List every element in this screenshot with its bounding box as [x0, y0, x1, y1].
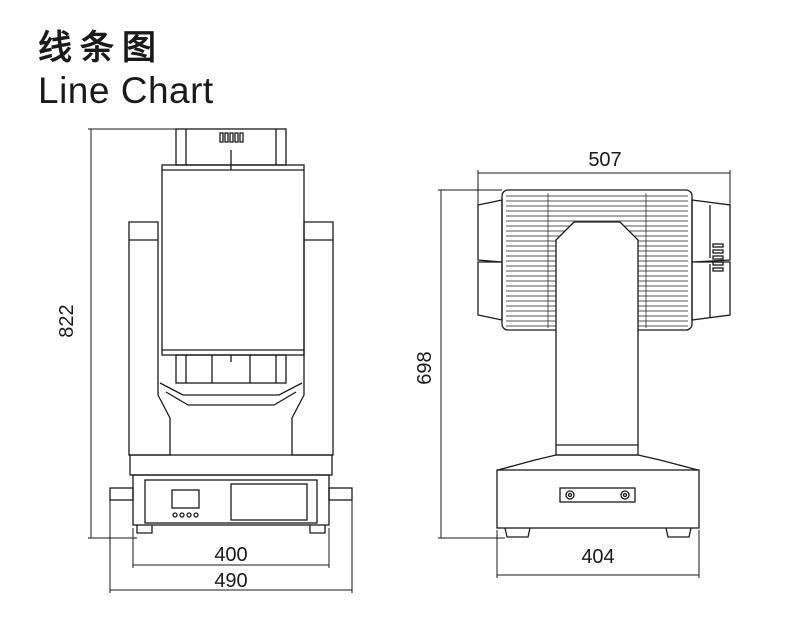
title-english: Line Chart	[38, 70, 214, 111]
side-height-label: 698	[414, 351, 436, 384]
front-yoke-left	[128, 221, 171, 456]
front-display	[171, 489, 200, 509]
front-base-panel	[144, 479, 318, 524]
front-buttons	[172, 512, 199, 518]
side-connector-plate	[559, 487, 636, 503]
front-base-top	[129, 454, 333, 476]
front-head-body	[161, 164, 305, 356]
side-vent	[712, 243, 724, 272]
front-yoke-right	[291, 221, 334, 456]
side-base	[496, 469, 700, 529]
front-view	[88, 128, 353, 593]
front-top-vent	[219, 132, 244, 143]
title-chinese: 线条图	[38, 28, 164, 68]
front-label-plate	[230, 483, 308, 521]
side-yoke	[555, 221, 639, 456]
front-inner-width-label: 400	[214, 544, 247, 566]
side-base-top	[497, 454, 699, 471]
front-chevron	[159, 382, 303, 406]
front-dimensions	[88, 128, 353, 593]
side-top-width-label: 507	[588, 149, 621, 171]
side-view	[438, 170, 731, 578]
side-cap-left	[477, 199, 503, 321]
side-cap-right	[691, 199, 731, 321]
side-dimensions	[438, 170, 731, 578]
side-base-width-label: 404	[581, 546, 614, 568]
front-height-label: 822	[56, 304, 78, 337]
front-outer-width-label: 490	[214, 570, 247, 592]
